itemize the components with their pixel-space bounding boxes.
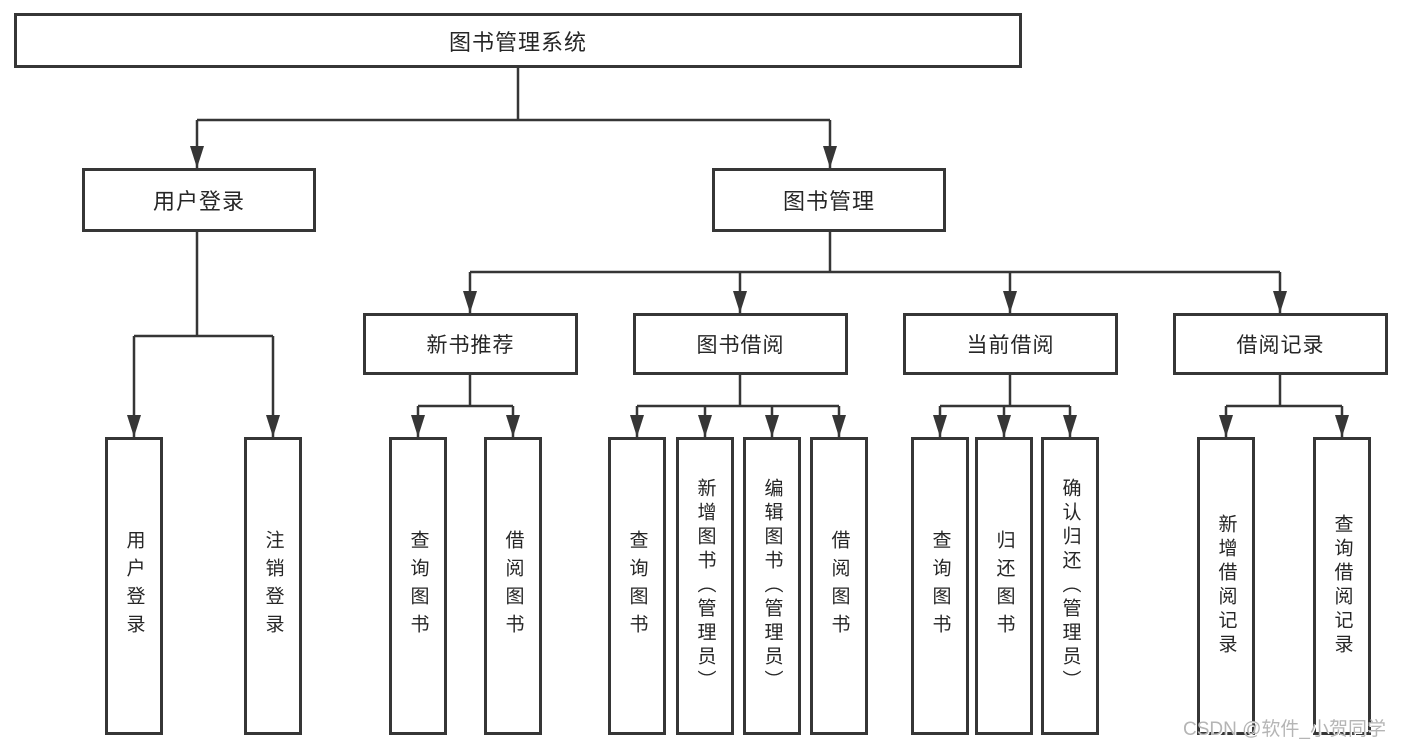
leaf-add-borrow-record: 新增借阅记录 — [1197, 437, 1255, 735]
leaf-borrow-book: 借阅图书 — [810, 437, 868, 735]
node-label: 用户登录 — [123, 530, 145, 642]
leaf-return-book: 归还图书 — [975, 437, 1033, 735]
node-label: 新书推荐 — [426, 334, 515, 357]
node-user-login: 用户登录 — [82, 168, 316, 232]
node-book-borrow: 图书借阅 — [633, 313, 848, 375]
node-label: 用户登录 — [152, 189, 245, 214]
leaf-borrow-book-recommend: 借阅图书 — [484, 437, 542, 735]
node-label: 借阅图书 — [828, 530, 850, 642]
node-label: 查询借阅记录 — [1331, 514, 1353, 658]
node-label: 查询图书 — [407, 530, 429, 642]
leaf-confirm-return-admin: 确认归还（管理员） — [1041, 437, 1099, 735]
leaf-edit-book-admin: 编辑图书（管理员） — [743, 437, 801, 735]
node-borrow-record: 借阅记录 — [1173, 313, 1388, 375]
node-label: 查询图书 — [626, 530, 648, 642]
csdn-watermark: CSDN @软件_小贺同学 — [1183, 719, 1386, 740]
node-label: 查询图书 — [929, 530, 951, 642]
node-label: 图书借阅 — [696, 334, 785, 357]
node-label: 新增图书（管理员） — [694, 478, 716, 694]
leaf-logout: 注销登录 — [244, 437, 302, 735]
node-new-book-recommend: 新书推荐 — [363, 313, 578, 375]
leaf-query-borrow-record: 查询借阅记录 — [1313, 437, 1371, 735]
node-label: 图书管理 — [782, 189, 875, 214]
node-book-management: 图书管理 — [712, 168, 946, 232]
node-label: 借阅记录 — [1236, 334, 1325, 357]
node-label: 确认归还（管理员） — [1059, 478, 1081, 694]
node-current-borrow: 当前借阅 — [903, 313, 1118, 375]
node-label: 编辑图书（管理员） — [761, 478, 783, 694]
leaf-add-book-admin: 新增图书（管理员） — [676, 437, 734, 735]
node-system-root: 图书管理系统 — [14, 13, 1022, 68]
node-label: 归还图书 — [993, 530, 1015, 642]
node-label: 借阅图书 — [502, 530, 524, 642]
leaf-query-book-recommend: 查询图书 — [389, 437, 447, 735]
leaf-query-book-current: 查询图书 — [911, 437, 969, 735]
node-label: 注销登录 — [262, 530, 284, 642]
node-label: 当前借阅 — [966, 334, 1055, 357]
node-label: 图书管理系统 — [448, 29, 587, 55]
leaf-query-book-borrow: 查询图书 — [608, 437, 666, 735]
leaf-user-login: 用户登录 — [105, 437, 163, 735]
node-label: 新增借阅记录 — [1215, 514, 1237, 658]
